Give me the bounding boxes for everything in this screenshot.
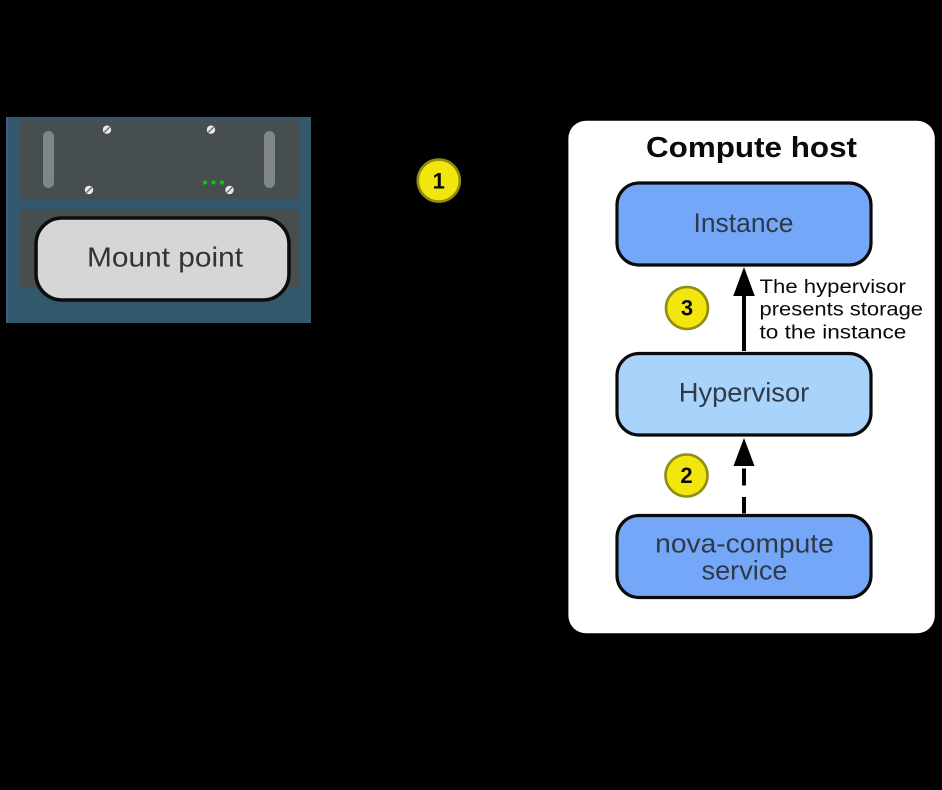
svg-text:3: 3 (681, 296, 693, 321)
svg-text:Instance: Instance (694, 208, 794, 238)
svg-text:nova-compute: nova-compute (655, 528, 834, 558)
svg-text:Mount point: Mount point (87, 241, 243, 272)
svg-text:2: 2 (680, 463, 692, 488)
svg-text:Hypervisor: Hypervisor (679, 378, 810, 408)
svg-text:Compute host: Compute host (646, 132, 857, 164)
svg-text:to the instance: to the instance (760, 322, 907, 343)
svg-text:service: service (702, 556, 788, 586)
svg-text:presents storage: presents storage (760, 300, 924, 321)
svg-text:1: 1 (433, 168, 445, 193)
svg-text:The hypervisor: The hypervisor (760, 277, 907, 298)
